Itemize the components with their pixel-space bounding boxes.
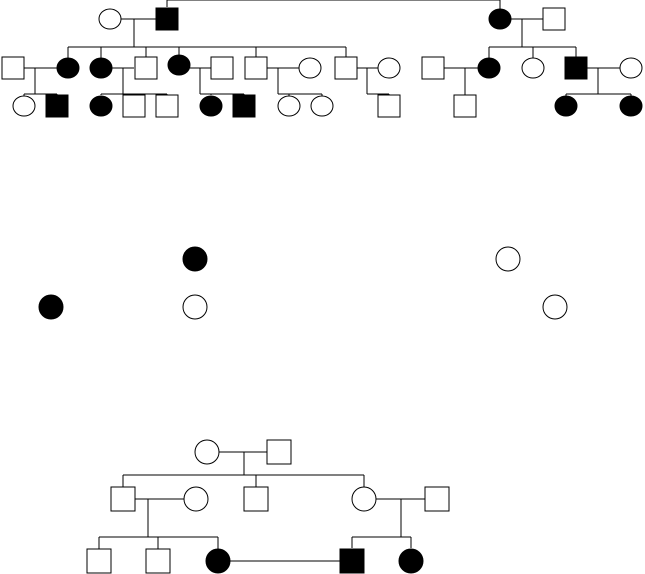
unaffected-female-symbol: [183, 486, 209, 512]
unaffected-male-symbol: [244, 56, 268, 80]
unaffected-female-symbol: [277, 95, 301, 117]
unaffected-male-symbol: [86, 548, 112, 574]
unaffected-male-symbol: [424, 486, 450, 512]
affected-female-symbol: [398, 548, 424, 574]
unaffected-female-symbol: [98, 8, 122, 30]
unaffected-female-symbol: [619, 57, 643, 79]
unaffected-female-symbol: [495, 246, 521, 272]
unaffected-female-symbol: [377, 57, 401, 79]
affected-female-symbol: [182, 246, 208, 272]
unaffected-female-symbol: [194, 439, 220, 465]
affected-male-symbol: [339, 548, 365, 574]
affected-female-symbol: [38, 294, 64, 320]
affected-female-symbol: [89, 95, 113, 117]
unaffected-male-symbol: [1, 56, 25, 80]
unaffected-male-symbol: [110, 486, 136, 512]
affected-female-symbol: [199, 95, 223, 117]
unaffected-female-symbol: [298, 57, 322, 79]
affected-female-symbol: [89, 57, 113, 79]
unaffected-female-symbol: [521, 57, 545, 79]
unaffected-male-symbol: [243, 486, 269, 512]
affected-male-symbol: [155, 7, 179, 31]
affected-female-symbol: [554, 95, 578, 117]
unaffected-male-symbol: [122, 94, 146, 118]
affected-male-symbol: [45, 94, 69, 118]
unaffected-male-symbol: [155, 94, 179, 118]
unaffected-female-symbol: [182, 294, 208, 320]
unaffected-male-symbol: [377, 94, 401, 118]
unaffected-female-symbol: [351, 486, 377, 512]
unaffected-female-symbol: [310, 95, 334, 117]
unaffected-male-symbol: [453, 94, 477, 118]
affected-female-symbol: [619, 95, 643, 117]
unaffected-male-symbol: [334, 56, 358, 80]
unaffected-male-symbol: [421, 56, 445, 80]
affected-female-symbol: [167, 54, 191, 76]
unaffected-female-symbol: [542, 294, 568, 320]
unaffected-male-symbol: [542, 7, 566, 31]
affected-female-symbol: [488, 8, 512, 30]
affected-female-symbol: [477, 57, 501, 79]
unaffected-male-symbol: [134, 56, 158, 80]
affected-female-symbol: [205, 548, 231, 574]
unaffected-female-symbol: [12, 95, 36, 117]
affected-male-symbol: [232, 94, 256, 118]
unaffected-male-symbol: [266, 439, 292, 465]
affected-female-symbol: [56, 57, 80, 79]
affected-male-symbol: [564, 56, 588, 80]
unaffected-male-symbol: [210, 56, 234, 80]
unaffected-male-symbol: [145, 548, 171, 574]
